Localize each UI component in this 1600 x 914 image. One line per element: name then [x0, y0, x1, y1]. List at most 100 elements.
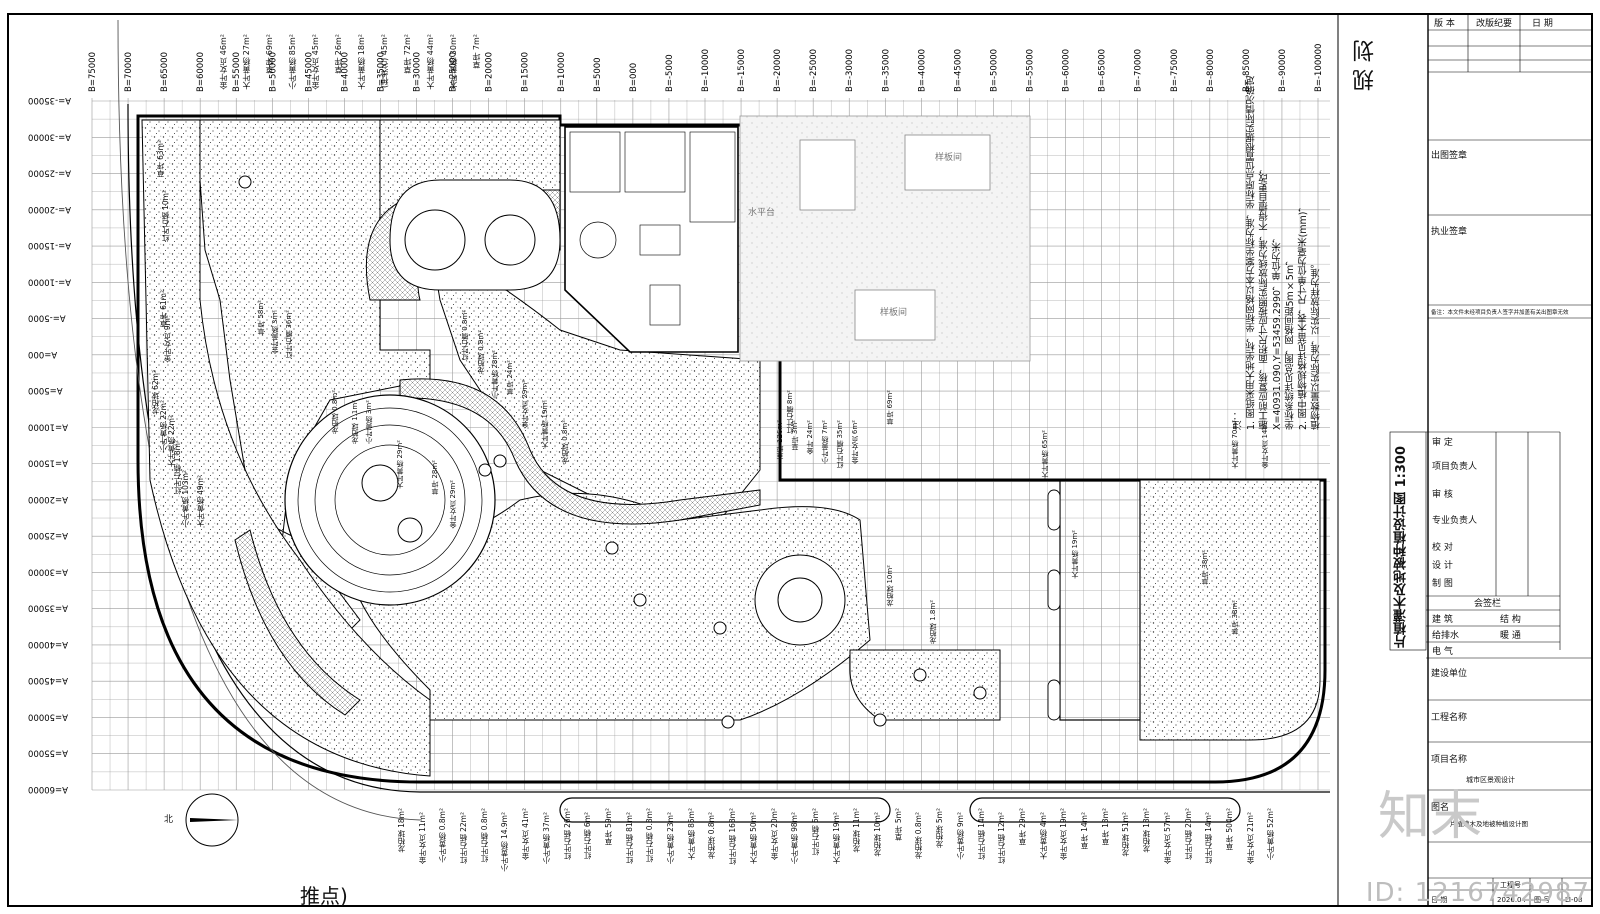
grid-label-b: B=70000	[124, 52, 134, 92]
road-median-left	[559, 797, 891, 823]
grid-label-b: B=000	[629, 63, 639, 92]
grid-label-b: B=-75000	[1170, 49, 1180, 92]
grid-label-a: A=-25000	[28, 168, 71, 178]
road-edge-line	[117, 19, 421, 821]
sheet-label: 图 号	[1534, 896, 1550, 904]
project-name-label: 工程名称	[1431, 711, 1467, 723]
planting-zone-east	[1139, 479, 1321, 741]
grid-label-b: B=45000	[304, 52, 314, 92]
construction-unit-label: 建设单位	[1431, 667, 1467, 679]
discipline-struct: 结 构	[1500, 613, 1521, 625]
grid-label-a: A=50000	[28, 711, 68, 721]
grid-label-b: B=-20000	[773, 49, 783, 92]
signoff-row-6: 制 图	[1432, 577, 1453, 589]
grid-label-b: B=-5000	[665, 54, 675, 92]
tree-marker	[873, 713, 887, 727]
remark-text: 备注：本文件未经项目负责人签字并加盖有关出图章无效	[1431, 308, 1569, 316]
east-bench-3	[1047, 679, 1061, 721]
grid-label-b: B=-15000	[737, 49, 747, 92]
east-bench-2	[1047, 569, 1061, 611]
signoff-row-3: 专业负责人	[1432, 514, 1477, 526]
item-name-value: 城市区景观设计	[1466, 775, 1515, 784]
clubhouse-room-1	[569, 131, 621, 193]
countersign-label: 会签栏	[1474, 597, 1501, 609]
grid-label-b: B=-70000	[1134, 49, 1144, 92]
drawing-name-label: 图名	[1431, 801, 1449, 813]
title-block-text: 版 本 改版纪要 日 期 出图签章 执业签章 备注：本文件未经项目负责人签字并加…	[1431, 17, 1582, 904]
grid-label-b: B=-35000	[881, 49, 891, 92]
tree-marker	[605, 541, 619, 555]
grid-label-b: B=-65000	[1098, 49, 1108, 92]
grid-label-b: B=-10000	[701, 49, 711, 92]
deck-structure	[799, 139, 856, 211]
planting-zone-se-small	[849, 649, 1001, 721]
rev-col-version: 版 本	[1434, 17, 1455, 29]
item-name-label: 项目名称	[1431, 753, 1467, 765]
grid-label-b: B=-30000	[845, 49, 855, 92]
planting-zone-south	[359, 492, 871, 721]
grid-label-b: B=75000	[88, 52, 98, 92]
central-plaza-ring-3	[334, 444, 446, 556]
grid-label-b: B=15000	[521, 52, 531, 92]
site-boundary	[136, 114, 1327, 784]
signoff-row-5: 设 计	[1432, 559, 1453, 571]
central-fountain	[361, 464, 399, 502]
extra-label: 工程号	[1500, 880, 1521, 889]
grid-label-b: B=10000	[557, 52, 567, 92]
discipline-arch: 建 筑	[1432, 613, 1453, 625]
planting-zone-west	[142, 119, 431, 651]
tree-marker	[973, 686, 987, 700]
clubhouse-room-2	[624, 131, 686, 193]
grid-label-b: B=-90000	[1278, 49, 1288, 92]
title-block	[1337, 14, 1592, 906]
grid-label-a: A=25000	[28, 530, 68, 540]
grid-label-b: B=-60000	[1062, 49, 1072, 92]
central-plaza-ring-1	[297, 407, 483, 593]
grid-label-b: B=65000	[160, 52, 170, 92]
walkway-sw-arc	[234, 529, 361, 716]
north-arrow	[185, 793, 239, 847]
grid-label-b: B=-85000	[1242, 49, 1252, 92]
discipline-plumbing: 给排水	[1432, 629, 1459, 641]
grid-label-b: B=60000	[196, 52, 206, 92]
coordinate-grid-labels: B=75000 B=70000 B=65000 B=60000 B=55000 B=500…	[28, 44, 1324, 794]
practice-seal-label: 执业签章	[1431, 225, 1467, 237]
tree-marker	[633, 593, 647, 607]
sheet-border	[7, 13, 1593, 907]
grid-label-a: A=45000	[28, 675, 68, 685]
grid-label-b: B=-100000	[1314, 44, 1324, 92]
discipline-elec: 电 气	[1432, 645, 1453, 657]
tree-marker	[913, 668, 927, 682]
stamp-label: 出图签章	[1431, 149, 1467, 161]
grid-label-b: B=40000	[340, 52, 350, 92]
grid-label-a: A=5000	[28, 385, 63, 395]
grid-label-a: A=-15000	[28, 240, 71, 250]
grid-label-a: A=35000	[28, 603, 68, 613]
clubhouse-room-4	[639, 224, 681, 256]
grid-label-a: A=40000	[28, 639, 68, 649]
date-label: 日 期	[1431, 896, 1447, 904]
grid-label-b: B=-55000	[1026, 49, 1036, 92]
grid-label-a: A=20000	[28, 494, 68, 504]
north-oval-center	[404, 209, 466, 271]
sample-house-2	[854, 289, 936, 341]
grid-label-b: B=55000	[232, 52, 242, 92]
road-median-right	[969, 797, 1241, 823]
clubhouse-building	[564, 126, 739, 353]
grid-label-b: B=-40000	[917, 49, 927, 92]
grid-label-a: A=-35000	[28, 95, 71, 105]
central-plaza-outer	[284, 394, 496, 606]
east-round-plaza-inner	[777, 577, 823, 623]
tree-marker	[713, 621, 727, 635]
date-value: 2026.04	[1497, 896, 1526, 904]
signoff-row-0: 审 定	[1432, 436, 1453, 448]
grid-label-b: B=20000	[485, 52, 495, 92]
east-pavilion-frame	[1059, 479, 1141, 721]
grid-label-b: B=5000	[593, 57, 603, 92]
sample-house-1	[904, 134, 991, 191]
grid-label-a: A=-20000	[28, 204, 71, 214]
tree-marker	[238, 175, 252, 189]
signoff-row-4: 校 对	[1432, 541, 1453, 553]
clubhouse-room-5	[649, 284, 681, 326]
